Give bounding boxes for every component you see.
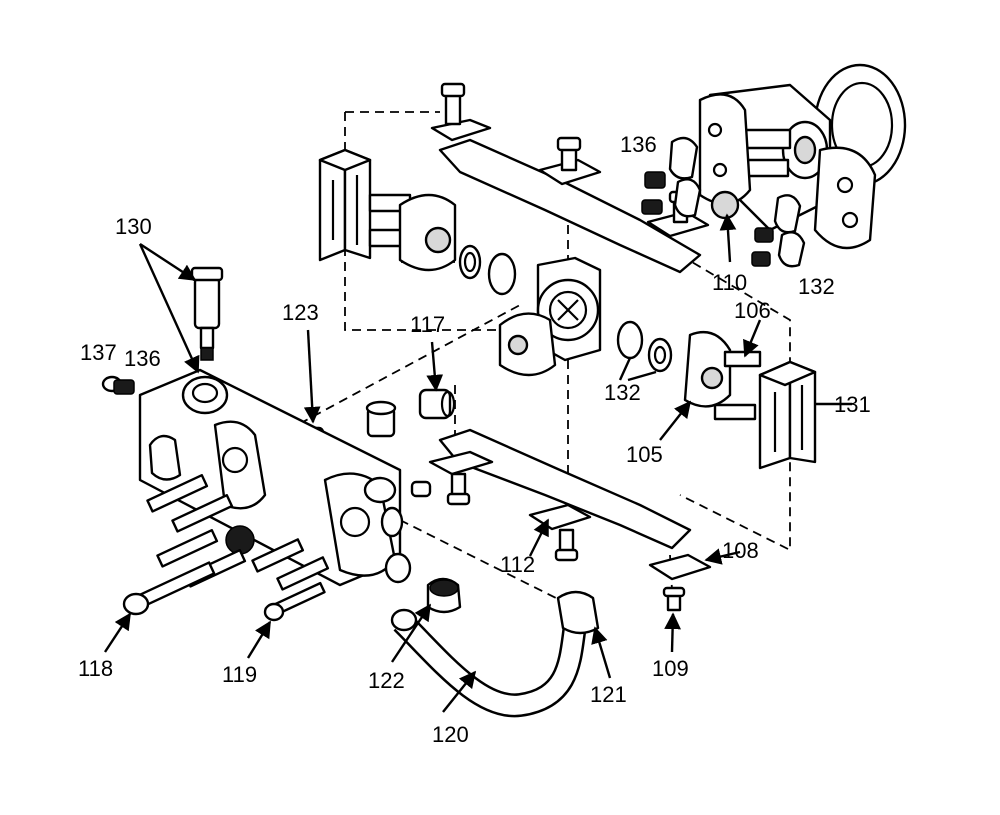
callout-117: 117	[410, 312, 445, 337]
callout-131: 131	[834, 392, 871, 417]
lower-mounting-plate	[428, 428, 712, 612]
manifold-body	[138, 266, 412, 587]
callout-labels: 130 137 136 123 117 136 110 132 106 132 …	[78, 132, 871, 747]
callout-122: 122	[368, 668, 405, 693]
callout-118: 118	[78, 656, 113, 681]
callout-109: 109	[652, 656, 689, 681]
callout-119: 119	[222, 662, 257, 687]
callout-130: 130	[115, 214, 152, 239]
callout-110: 110	[712, 270, 747, 295]
center-coupling	[498, 256, 602, 377]
callout-136-left: 136	[124, 346, 161, 371]
crankcase-housing	[698, 63, 907, 250]
callout-136-right: 136	[620, 132, 657, 157]
callout-105: 105	[626, 442, 663, 467]
callout-123: 123	[282, 300, 319, 325]
hose-assembly	[390, 577, 600, 718]
manifold-bolts	[101, 375, 330, 622]
callout-121: 121	[590, 682, 627, 707]
right-seal-assembly	[616, 320, 817, 470]
upper-valve-springs	[641, 136, 806, 268]
callout-132-lower: 132	[604, 380, 641, 405]
callout-108: 108	[722, 538, 759, 563]
upper-mounting-plate	[430, 82, 710, 274]
callout-112: 112	[500, 552, 535, 577]
upper-left-bearing-block	[318, 148, 517, 296]
callout-106: 106	[734, 298, 771, 323]
callout-120: 120	[432, 722, 469, 747]
leader-arrows	[103, 213, 852, 713]
callout-132-upper: 132	[798, 274, 835, 299]
callout-137: 137	[80, 340, 117, 365]
